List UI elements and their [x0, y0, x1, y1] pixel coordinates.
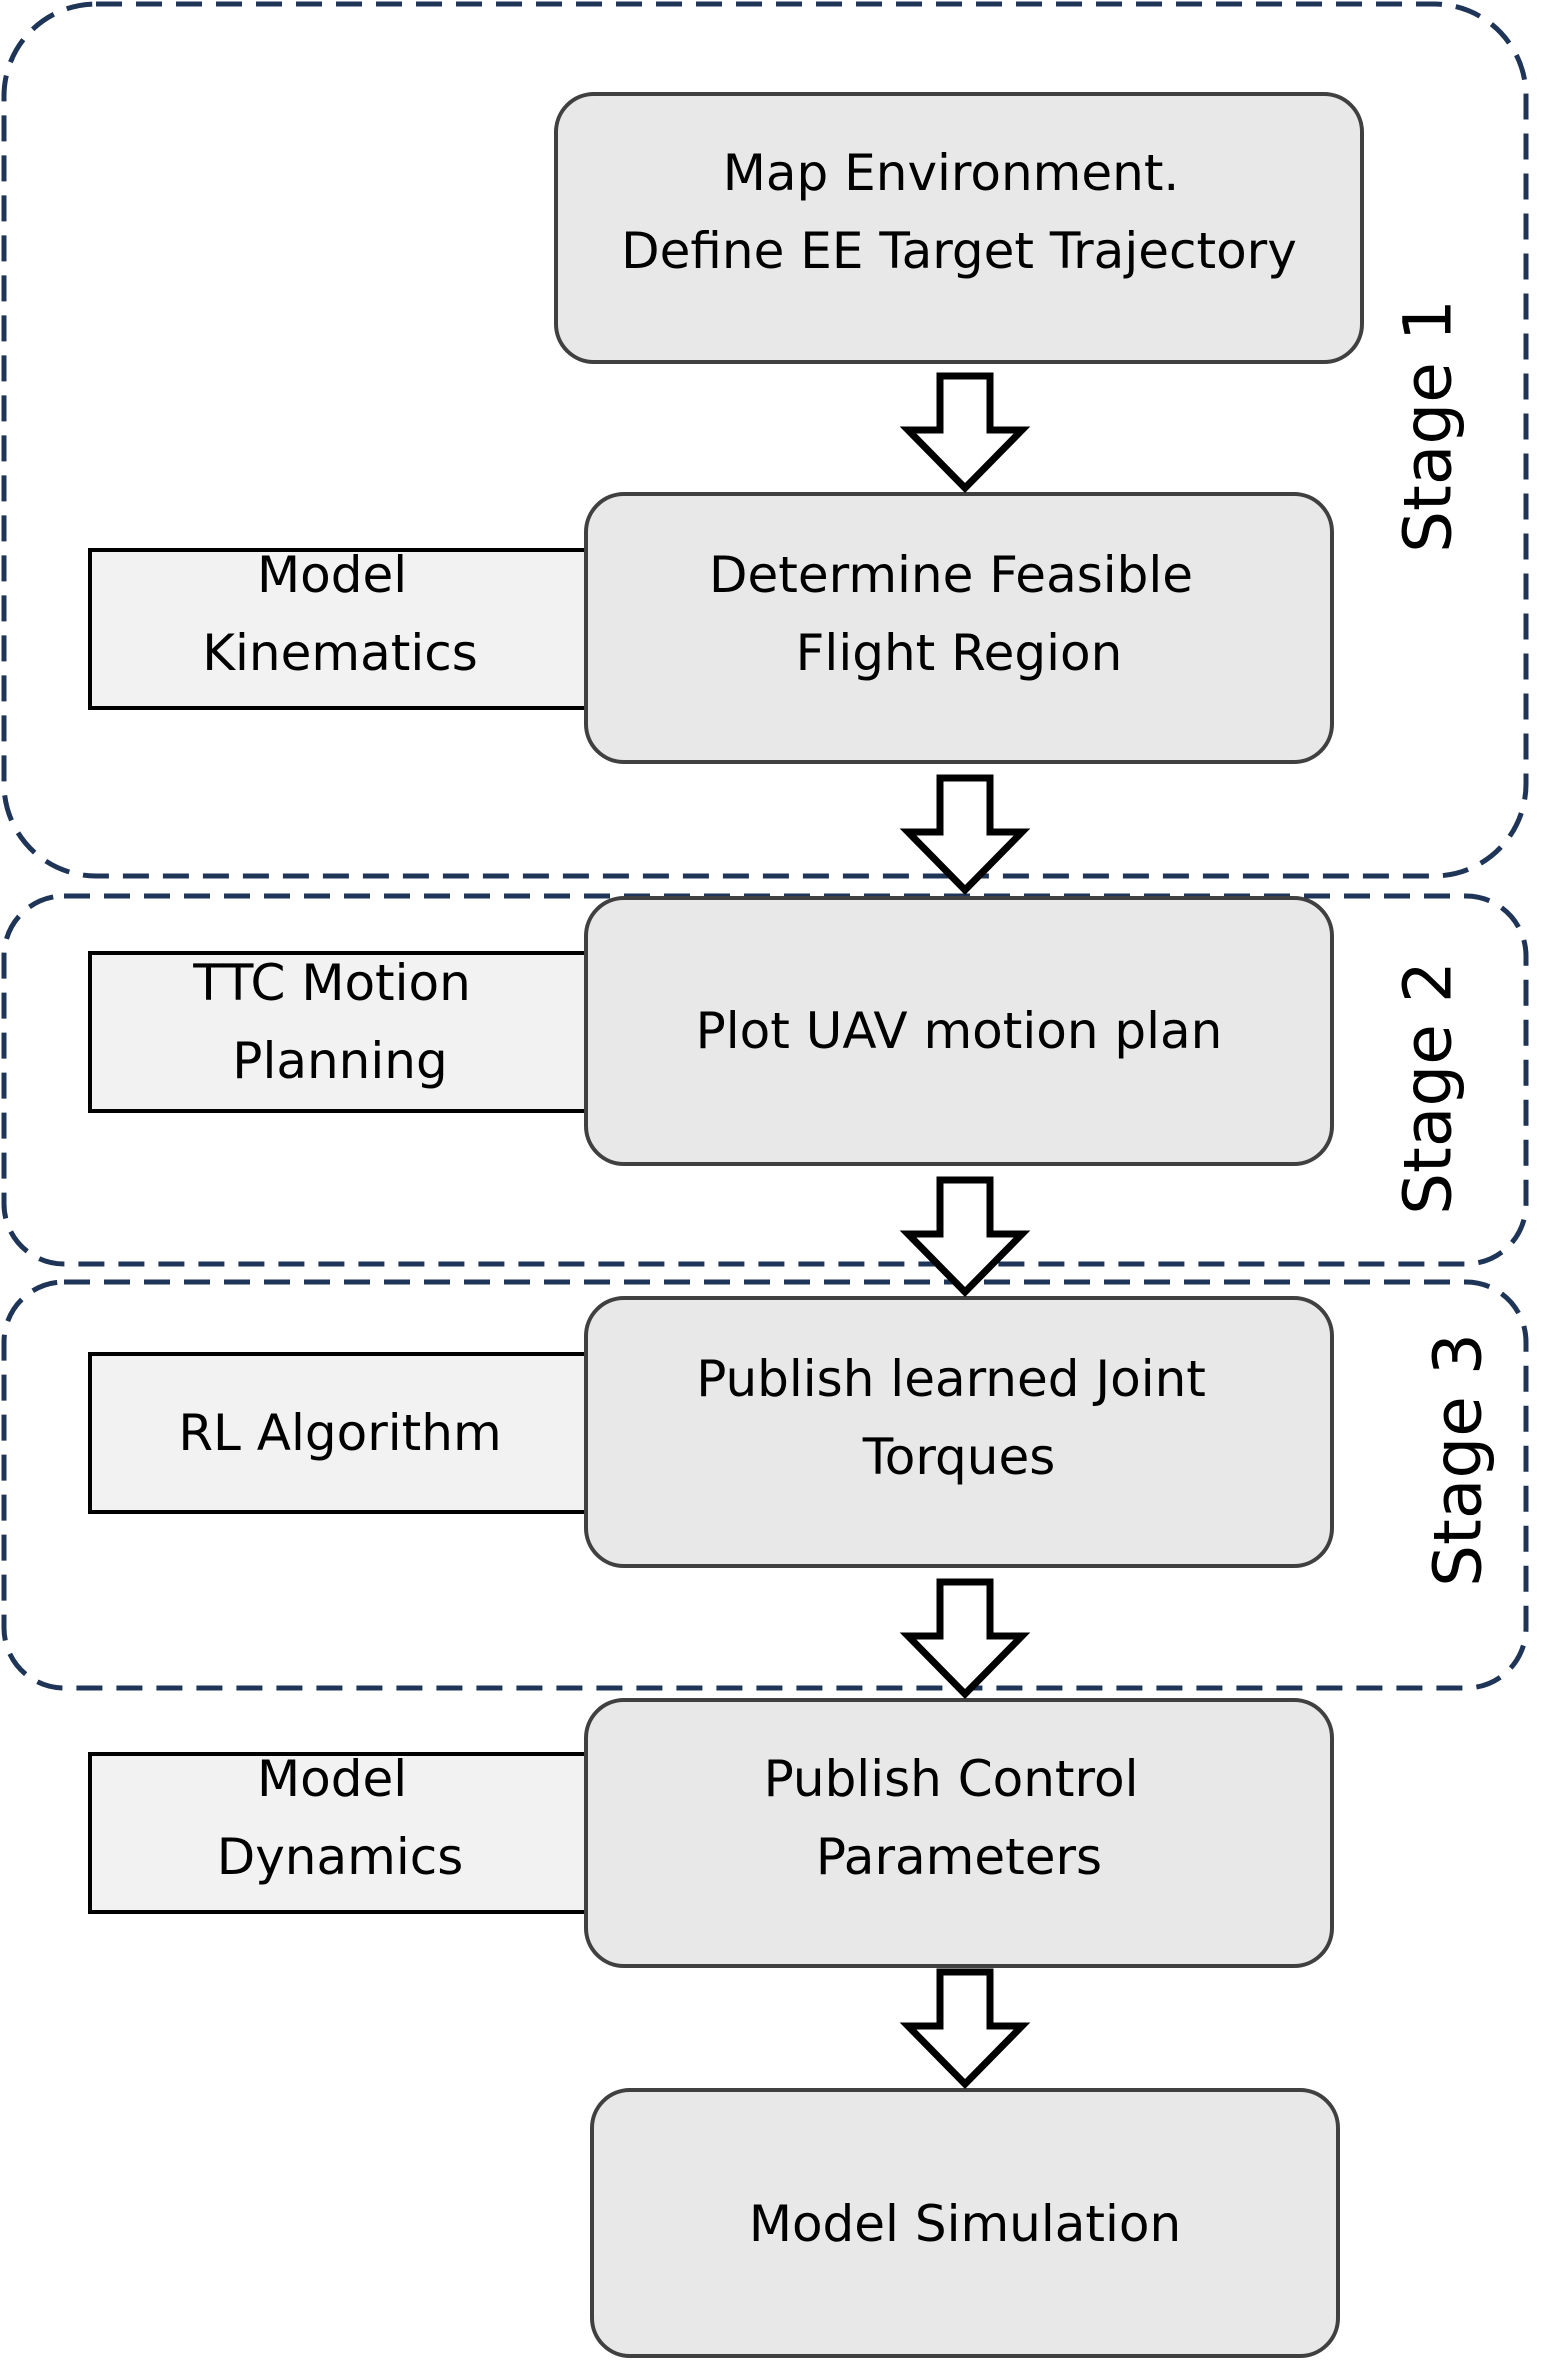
publish-learned-joint-torques-box: Publish learned Joint Torques — [584, 1296, 1334, 1568]
ttc-motion-planning-line-2: Planning — [232, 1032, 447, 1090]
svg-text:Publish Control Parame: Publish Control Parameters — [764, 1750, 1155, 1886]
svg-text:Determine Feasible Fli: Determine Feasible Flight Region — [709, 546, 1209, 682]
plot-uav-motion-plan-box: Plot UAV motion plan — [584, 896, 1334, 1166]
flow-arrows — [899, 372, 1031, 2089]
down-arrow-3 — [899, 1176, 1031, 1297]
side-boxes: Model Kinematics TTC Motion Planning RL … — [88, 546, 592, 1914]
down-arrow-5 — [899, 1968, 1031, 2089]
down-arrow-2 — [899, 774, 1031, 895]
model-kinematics-box: Model Kinematics — [88, 546, 592, 710]
publish-learned-joint-line-2: Torques — [862, 1428, 1056, 1486]
svg-text:Publish learned Joint: Publish learned Joint Torques — [696, 1350, 1222, 1486]
publish-control-line-2: Parameters — [816, 1828, 1102, 1886]
model-simulation-line-1: Model Simulation — [749, 2195, 1181, 2253]
stage-1-label: Stage 1 — [1390, 299, 1467, 553]
stage-2-label: Stage 2 — [1390, 961, 1467, 1215]
map-environment-line-2: Define EE Target Trajectory — [621, 222, 1297, 280]
svg-text:TTC Motion Planning: TTC Motion Planning — [192, 954, 487, 1090]
ttc-motion-planning-box: TTC Motion Planning — [88, 951, 592, 1113]
determine-feasible-line-1: Determine Feasible — [709, 546, 1193, 604]
down-arrow-1 — [899, 372, 1031, 493]
model-simulation-box: Model Simulation — [590, 2088, 1340, 2358]
down-arrow-4 — [899, 1578, 1031, 1699]
svg-text:Model Dynamics: Model Dynamics — [217, 1750, 464, 1886]
model-kinematics-line-1: Model — [257, 546, 407, 604]
publish-learned-joint-line-1: Publish learned Joint — [696, 1350, 1206, 1408]
determine-feasible-flight-region-box: Determine Feasible Flight Region — [584, 492, 1334, 764]
stage-3-region — [1, 1279, 1529, 1691]
ttc-motion-planning-line-1: TTC Motion — [192, 954, 471, 1012]
publish-control-parameters-box: Publish Control Parameters — [584, 1698, 1334, 1968]
map-environment-box: Map Environment. Define EE Target Trajec… — [554, 92, 1364, 364]
determine-feasible-line-2: Flight Region — [796, 624, 1123, 682]
svg-text:Map Environment. Defin: Map Environment. Define EE Target Trajec… — [621, 144, 1297, 280]
rl-algorithm-line-1: RL Algorithm — [178, 1404, 501, 1462]
model-dynamics-box: Model Dynamics — [88, 1750, 592, 1914]
model-dynamics-line-2: Dynamics — [217, 1828, 464, 1886]
process-boxes: Map Environment. Define EE Target Trajec… — [554, 92, 1364, 2358]
map-environment-line-1: Map Environment. — [723, 144, 1180, 202]
plot-uav-motion-plan-line-1: Plot UAV motion plan — [696, 1002, 1223, 1060]
model-dynamics-line-1: Model — [257, 1750, 407, 1808]
stage-1-region — [1, 1, 1529, 879]
publish-control-line-1: Publish Control — [764, 1750, 1139, 1808]
rl-algorithm-box: RL Algorithm — [88, 1352, 592, 1514]
stage-3-label: Stage 3 — [1420, 1333, 1497, 1587]
svg-text:Model Kinematics: Model Kinematics — [202, 546, 478, 682]
stage-labels: Stage 1 Stage 2 Stage 3 — [1390, 299, 1497, 1587]
model-kinematics-line-2: Kinematics — [202, 624, 478, 682]
